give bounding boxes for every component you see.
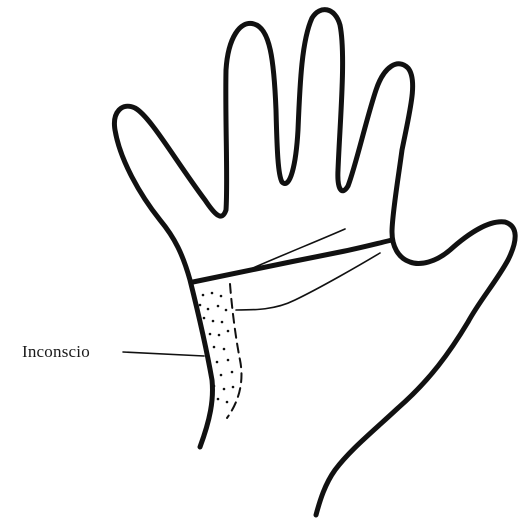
transverse-line	[193, 240, 392, 282]
lower-palm-line	[236, 253, 380, 310]
upper-palm-line	[246, 229, 345, 271]
hand-outline	[114, 10, 515, 515]
inconscio-label: Inconscio	[22, 342, 90, 362]
unconscious-boundary	[227, 284, 241, 418]
label-leader-line	[123, 352, 204, 356]
